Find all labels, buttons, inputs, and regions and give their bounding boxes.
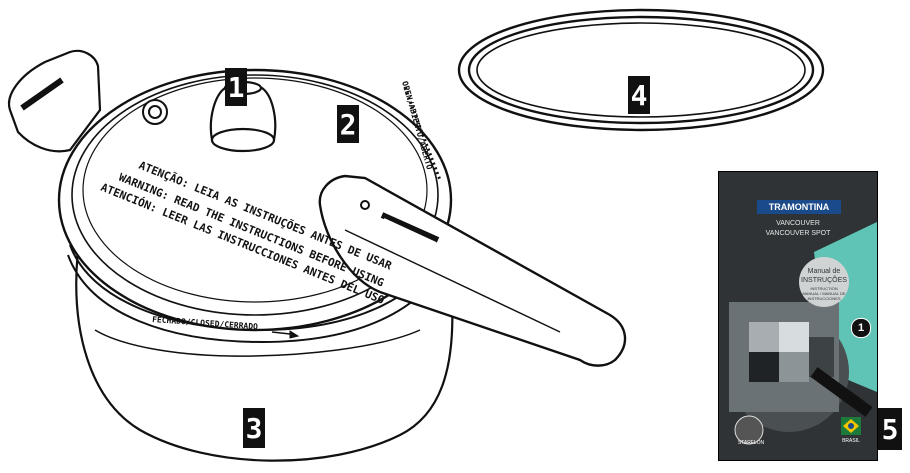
sealing-ring (457, 8, 825, 132)
safety-valve (142, 99, 168, 125)
manual-model1: VANCOUVER (776, 220, 820, 227)
warranty-badge: 1 (851, 318, 871, 338)
part-number-5: 5 (878, 408, 902, 450)
manual-doc-title: Manual de INSTRUÇÕES (801, 268, 847, 284)
part-number-2: 2 (337, 105, 359, 143)
manual-title-badge: Manual de INSTRUÇÕES INSTRUCTION MANUAL … (799, 257, 849, 307)
country-label: BRASIL (842, 438, 860, 444)
warranty-number: 1 (857, 322, 865, 334)
part-number-3: 1 (225, 68, 247, 106)
part-number-1: 3 (243, 408, 265, 448)
lock-arrow (271, 330, 300, 339)
left-side-handle (7, 49, 102, 153)
instruction-manual: TRAMONTINA VANCOUVER VANCOUVER SPOT Manu… (718, 171, 878, 461)
long-handle (318, 174, 627, 367)
manual-brand: TRAMONTINA (757, 200, 841, 214)
manual-artwork (729, 222, 877, 445)
manual-doc-subtitle: INSTRUCTION MANUAL / MANUAL DE INSTRUCCI… (802, 286, 846, 301)
starflon-label: STARFLON (737, 440, 765, 446)
part-number-4: 4 (628, 76, 650, 114)
manual-model2: VANCOUVER SPOT (765, 230, 831, 237)
